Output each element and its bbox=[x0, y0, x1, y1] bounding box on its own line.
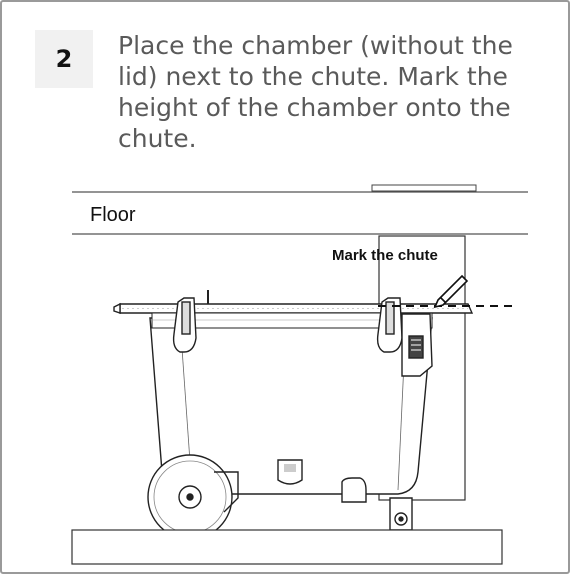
step-number: 2 bbox=[55, 45, 73, 73]
installation-illustration: Floor bbox=[71, 184, 528, 565]
step-number-badge: 2 bbox=[35, 30, 93, 88]
floor-slab bbox=[71, 529, 503, 565]
chamber bbox=[113, 290, 474, 531]
floor-cover-plate bbox=[371, 184, 477, 192]
pencil-icon bbox=[433, 274, 469, 309]
floor-label: Floor bbox=[90, 204, 136, 226]
step-instruction-text: Place the chamber (without the lid) next… bbox=[118, 31, 513, 153]
mark-the-chute-label: Mark the chute bbox=[332, 247, 438, 264]
